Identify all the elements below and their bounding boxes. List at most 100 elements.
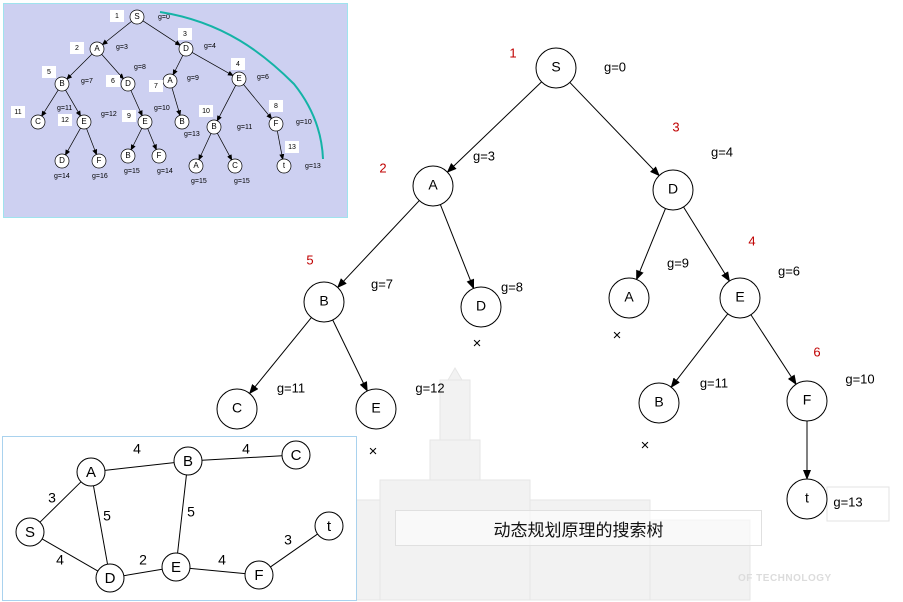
g-cost-label: g=13 [833,494,862,509]
edge-weight-label: 4 [56,552,64,568]
inset-edge-E2-Dl [64,127,81,156]
expansion-order-label: 11 [14,109,21,116]
tree-node-D: Dg=43 [652,119,733,211]
inset-node-Fl2: Fg=14 [151,148,173,175]
node-label: D [476,298,486,314]
g-cost-label: g=7 [81,78,93,85]
node-label: F [274,119,279,128]
tree-node-B1: Bg=75 [303,252,393,323]
pruned-mark: × [369,443,378,460]
node-circle [95,563,125,593]
node-label: A [428,177,438,193]
node-circle [638,382,680,424]
node-circle [30,114,46,130]
edge-weight-label: 4 [133,441,141,457]
inset-node-D2: Dg=86 [106,64,146,92]
graph-node-D: D [95,563,125,593]
g-label-box [826,486,890,522]
inset-edge-S-D [142,20,181,46]
graph-edge-B-E [177,474,187,554]
node-circle [276,158,292,174]
watermark-text: OF TECHNOLOGY [738,573,832,584]
node-circle [76,114,92,130]
g-cost-label: g=3 [473,148,495,163]
graph-edge-A-B [104,462,175,471]
pruned-mark: × [613,327,622,344]
g-cost-label: g=14 [54,173,70,180]
node-label: D [105,570,116,587]
expansion-order-label: 6 [111,78,115,85]
node-circle [227,158,243,174]
order-box [285,141,299,153]
node-circle [281,440,311,470]
expansion-order-label: 4 [236,61,240,68]
expansion-order-label: 8 [274,103,278,110]
order-box [231,58,245,70]
tree-node-E2: Eg=12× [355,380,445,460]
g-cost-label: g=15 [191,178,207,185]
node-label: C [232,400,242,416]
expansion-order-label: 13 [288,144,296,151]
graph-edge-S-A [39,481,82,523]
g-cost-label: g=12 [415,380,444,395]
graph-edge-F-t [270,533,318,568]
node-circle [91,153,107,169]
g-cost-label: g=10 [845,371,874,386]
node-label: B [654,394,663,410]
tree-edge-S-D [569,82,660,177]
pruned-mark: × [473,335,482,352]
expansion-order-label: 2 [75,45,79,52]
graph-node-A: A [76,457,106,487]
node-label: C [35,117,41,126]
edge-weight-label: 5 [103,508,111,524]
g-cost-label: g=11 [57,105,72,112]
node-circle [89,41,105,57]
node-label: F [97,156,102,165]
node-circle [161,552,191,582]
inset-edge-A-D2 [101,54,125,80]
g-cost-label: g=8 [134,64,146,71]
node-circle [303,281,345,323]
inset-edge-D2-E3 [130,90,143,117]
order-box [149,80,163,92]
node-label: t [805,490,809,506]
node-circle [15,517,45,547]
edge-weight-label: 3 [284,532,292,548]
node-label: C [232,161,238,170]
tree-edge-A-D2 [439,204,475,290]
inset-node-E3: Eg=109 [122,105,170,130]
inset-edge-S-A [101,21,132,46]
expansion-order-label: 3 [672,119,679,134]
g-cost-label: g=13 [184,131,200,138]
g-cost-label: g=15 [124,168,140,175]
inset-edge-A2-B2 [171,87,182,117]
graph-node-C: C [281,440,311,470]
tree-node-D2: Dg=8× [460,279,523,352]
expansion-order-label: 1 [115,13,119,20]
tree-node-F: Fg=106 [786,344,875,422]
node-circle [268,116,284,132]
node-circle [244,560,274,590]
node-label: E [81,117,86,126]
node-circle [178,41,194,57]
node-label: B [183,453,193,470]
g-cost-label: g=10 [296,119,312,126]
graph-edge-A-D [92,485,109,565]
g-cost-label: g=15 [234,178,250,185]
g-cost-label: g=6 [257,74,269,81]
node-label: S [551,59,560,75]
graph-edge-E-F [189,567,246,575]
tree-node-B2: Bg=11× [638,375,728,454]
inset-edge-E2-Fl [86,128,98,156]
graph-node-E: E [161,552,191,582]
g-cost-label: g=0 [158,14,170,21]
node-label: B [319,293,328,309]
node-label: B [211,122,216,131]
node-label: E [735,289,744,305]
